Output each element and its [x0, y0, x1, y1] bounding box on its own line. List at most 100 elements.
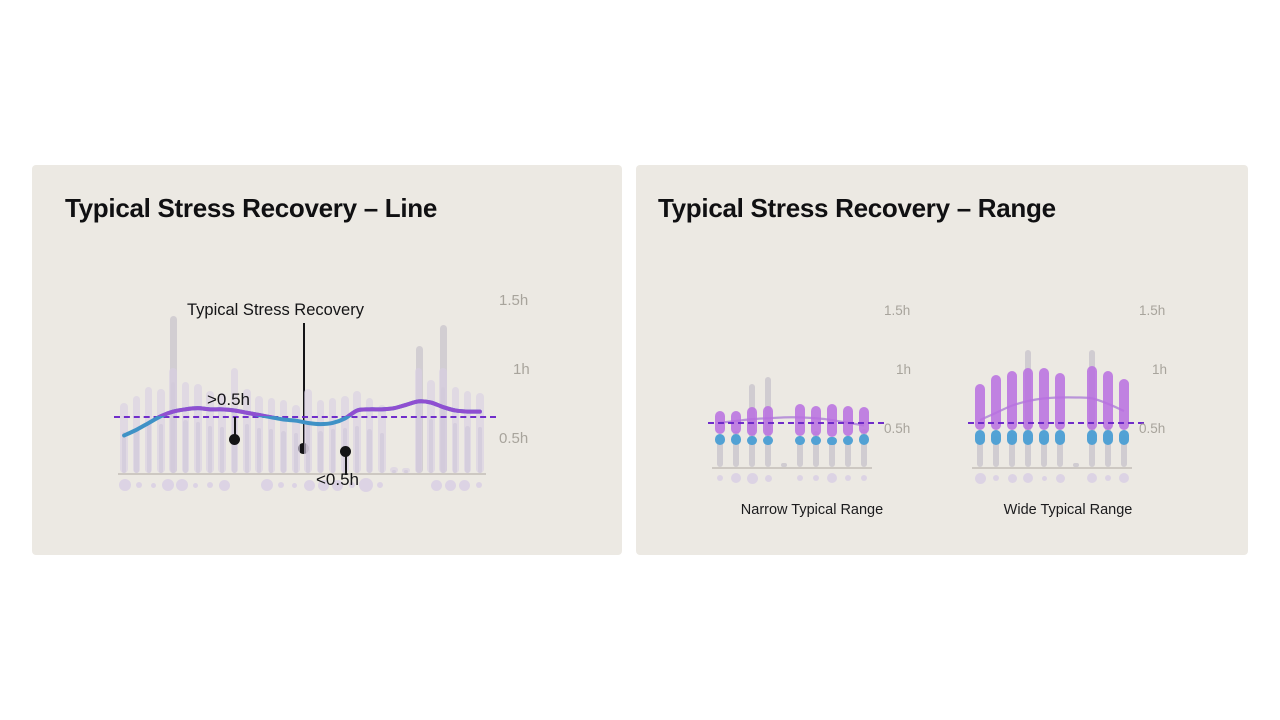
range-trend-curve [979, 396, 1125, 422]
caption-wide-typical-range: Wide Typical Range [1003, 502, 1133, 518]
callout-above-threshold: >0.5h [207, 390, 251, 409]
annotation-leader-line [303, 323, 305, 446]
activity-dot [348, 482, 355, 488]
range-trend-curve [719, 416, 865, 427]
axis-label-0-5h: 0.5h [499, 430, 529, 447]
range-bar-upper [794, 403, 806, 437]
activity-dot [764, 474, 772, 482]
activity-dot [119, 479, 132, 491]
activity-dot [193, 482, 199, 488]
bar-spike [976, 439, 984, 467]
range-bar-lower [714, 434, 726, 445]
range-bar-upper [1102, 371, 1114, 430]
range-bar-upper [1022, 367, 1034, 430]
activity-dot [260, 479, 273, 491]
bar-typical-range [157, 388, 165, 473]
range-bar-lower [990, 429, 1002, 445]
range-bar-lower [794, 436, 806, 445]
range-bar-lower [1054, 429, 1066, 445]
bar-typical-range [402, 468, 411, 473]
bar-spike [796, 441, 804, 467]
annotation-point-marker [298, 443, 309, 454]
range-bar-upper [810, 405, 822, 437]
bar-spike [1008, 432, 1016, 467]
range-bar-lower [858, 434, 870, 445]
bar-typical-range [341, 395, 349, 473]
range-bar-lower [810, 436, 822, 445]
activity-dot [136, 482, 143, 488]
bar-spike [716, 435, 724, 467]
activity-dot [376, 482, 383, 488]
bar-spike [1040, 436, 1048, 467]
range-bar-lower [1038, 429, 1050, 445]
baseline-axis [712, 467, 872, 469]
activity-dot [974, 472, 986, 484]
wide-axis-label-0-5h: 0.5h [1139, 421, 1166, 436]
callout-below-threshold: <0.5h [316, 470, 360, 489]
range-bar-upper [974, 383, 986, 430]
range-bar-upper [842, 405, 854, 437]
bar-spike [860, 429, 868, 467]
activity-dot [746, 472, 758, 484]
activity-dot [861, 475, 867, 481]
range-bar-lower [974, 429, 986, 445]
bar-typical-range [218, 393, 227, 473]
range-bar-lower [1022, 429, 1034, 445]
bar-typical-range [292, 404, 300, 473]
activity-dot [292, 482, 298, 488]
bar-spike [780, 462, 788, 467]
plot-area-narrow-range [708, 305, 884, 505]
bar-typical-range [439, 368, 447, 473]
bar-typical-range [451, 386, 460, 473]
bar-typical-range [476, 393, 484, 473]
baseline-axis [118, 473, 486, 475]
bar-spike [828, 438, 836, 467]
range-bar-upper [1054, 373, 1066, 430]
bar-typical-range [414, 368, 423, 473]
plot-area-wide-range [968, 305, 1144, 505]
bar-spike [1120, 434, 1128, 467]
range-bar-lower [842, 436, 854, 445]
bar-typical-range [426, 379, 435, 473]
range-bar-upper [990, 374, 1002, 430]
activity-dot [731, 473, 741, 483]
bar-typical-range [144, 386, 153, 473]
activity-dot [1087, 473, 1097, 483]
bar-typical-range [169, 368, 177, 473]
range-bar-lower [1086, 429, 1098, 445]
range-bar-lower [1006, 429, 1018, 445]
callout-below-leader [345, 453, 347, 475]
reference-line-0-5h [708, 421, 884, 424]
bar-typical-range [267, 397, 276, 473]
range-bar-upper [858, 407, 870, 435]
card-range-title: Typical Stress Recovery – Range [658, 193, 1056, 223]
range-bar-upper [1118, 378, 1130, 430]
bar-typical-range [132, 395, 141, 473]
activity-dot [797, 475, 803, 481]
card-line-title: Typical Stress Recovery – Line [65, 193, 438, 223]
bar-typical-range [120, 402, 128, 473]
bar-typical-range [206, 391, 214, 473]
bar-spike [1104, 426, 1112, 467]
activity-dot [827, 473, 837, 483]
narrow-axis-label-1h: 1h [896, 362, 912, 377]
callout-above-leader [234, 417, 236, 439]
bar-spike [732, 430, 740, 467]
reference-line-0-5h [968, 421, 1144, 424]
bar-typical-range [255, 395, 263, 473]
activity-dot [1119, 473, 1129, 483]
bar-typical-range [304, 388, 312, 473]
bar-typical-range [316, 400, 325, 473]
range-bar-upper [1038, 367, 1050, 430]
bar-typical-range [390, 467, 398, 473]
activity-dot [277, 482, 284, 488]
card-typical-stress-recovery-range: Typical Stress Recovery – Range 1.5h 1h … [636, 165, 1248, 555]
activity-dot [993, 475, 999, 481]
caption-narrow-typical-range: Narrow Typical Range [740, 502, 884, 518]
bar-typical-range [365, 397, 374, 473]
annotation-label-typical-stress-recovery: Typical Stress Recovery [187, 301, 364, 319]
activity-dot [175, 479, 188, 491]
bar-typical-range [279, 400, 288, 473]
bar-typical-range [328, 397, 337, 473]
activity-dot [459, 479, 471, 491]
